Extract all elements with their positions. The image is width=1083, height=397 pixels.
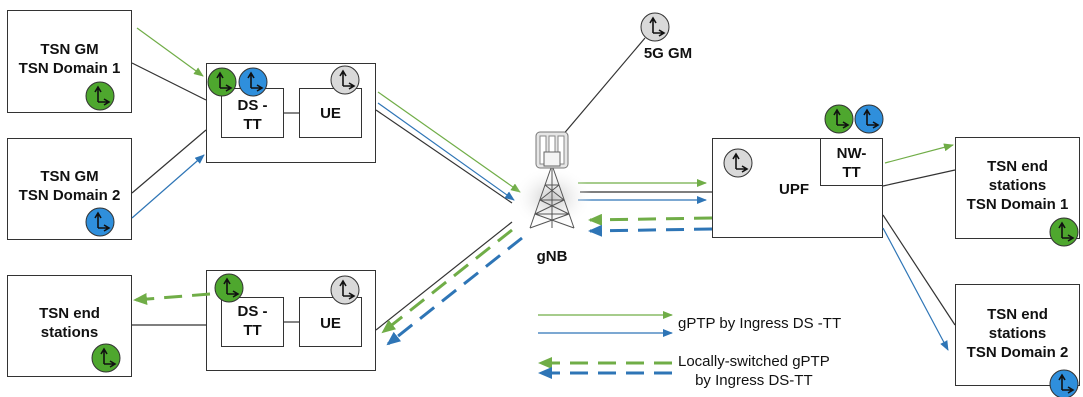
gptp-blue-arrows <box>131 102 949 351</box>
tsn-end-d1-label: TSN end stations TSN Domain 1 <box>955 157 1080 214</box>
gptp-green-arrows <box>136 27 954 193</box>
nwtt-box <box>820 138 883 186</box>
tsn-gm2-label: TSN GM TSN Domain 2 <box>7 167 132 205</box>
legend-locally-switched-label: Locally-switched gPTP by Ingress DS-TT <box>678 352 830 390</box>
tsn-end-stations-domain2-box <box>955 284 1080 386</box>
tsn-gm1-line1: TSN GM <box>40 41 99 58</box>
clock-green-icon <box>207 67 237 97</box>
clock-green-icon <box>824 104 854 134</box>
clock-blue-icon <box>238 67 268 97</box>
clock-green-icon <box>214 273 244 303</box>
dstt-bottom-box <box>221 297 284 347</box>
tsn-end-d2-line1: TSN end <box>987 306 1048 323</box>
dstt-bottom-label: DS - TT <box>221 302 284 340</box>
ue-top-box <box>299 88 362 138</box>
tsn-end-d1-line3: TSN Domain 1 <box>966 196 1069 213</box>
dstt-top-box <box>221 88 284 138</box>
dstt-top-line2: TT <box>243 116 262 133</box>
clock-icons <box>85 12 1079 397</box>
dstt-top-line1: DS - <box>237 97 268 114</box>
gnb-label: gNB <box>536 248 568 265</box>
tsn-gm2-line2: TSN Domain 2 <box>18 187 121 204</box>
tsn-gm1-label: TSN GM TSN Domain 1 <box>7 40 132 78</box>
5g-gm-label: 5G GM <box>643 45 693 62</box>
tsn-end-d2-line2: stations <box>988 325 1047 342</box>
clock-gray-icon <box>330 275 360 305</box>
tsn-end-left-label: TSN end stations <box>7 304 132 342</box>
clock-green-icon <box>1049 217 1079 247</box>
gnb-tower-icon <box>512 131 592 230</box>
clock-gray-icon <box>640 12 670 42</box>
upf-label: UPF <box>779 181 809 198</box>
ue-bottom-box <box>299 297 362 347</box>
locally-switched-arrows <box>133 213 713 346</box>
ue-top-label: UE <box>320 105 341 122</box>
dstt-top-label: DS - TT <box>221 96 284 134</box>
link-lines <box>131 37 956 331</box>
tsn-end-d2-label: TSN end stations TSN Domain 2 <box>955 305 1080 362</box>
clock-gray-icon <box>723 148 753 178</box>
nwtt-line1: NW- <box>836 145 867 162</box>
clock-gray-icon <box>330 65 360 95</box>
tsn-end-left-line2: stations <box>40 324 99 341</box>
legend-gptp-ingress-label: gPTP by Ingress DS -TT <box>678 315 842 332</box>
tsn-gm2-line1: TSN GM <box>40 168 99 185</box>
legend-locally-switched-line1: Locally-switched gPTP <box>678 353 830 370</box>
clock-blue-icon <box>1049 369 1079 397</box>
clock-green-icon <box>85 81 115 111</box>
nwtt-label: NW- TT <box>820 144 883 182</box>
nwtt-line2: TT <box>842 164 861 181</box>
dstt-bottom-line1: DS - <box>237 303 268 320</box>
tsn-end-d1-line1: TSN end <box>987 158 1048 175</box>
clock-blue-icon <box>854 104 884 134</box>
tsn-gm1-line2: TSN Domain 1 <box>18 60 121 77</box>
tsn-end-left-line1: TSN end <box>39 305 100 322</box>
ue-bottom-label: UE <box>320 315 341 332</box>
legend-lines <box>538 311 673 379</box>
tsn-end-d1-line2: stations <box>988 177 1047 194</box>
clock-green-icon <box>91 343 121 373</box>
clock-blue-icon <box>85 207 115 237</box>
tsn-end-d2-line3: TSN Domain 2 <box>966 344 1069 361</box>
dstt-bottom-line2: TT <box>243 322 262 339</box>
legend-locally-switched-line2: by Ingress DS-TT <box>695 372 813 389</box>
